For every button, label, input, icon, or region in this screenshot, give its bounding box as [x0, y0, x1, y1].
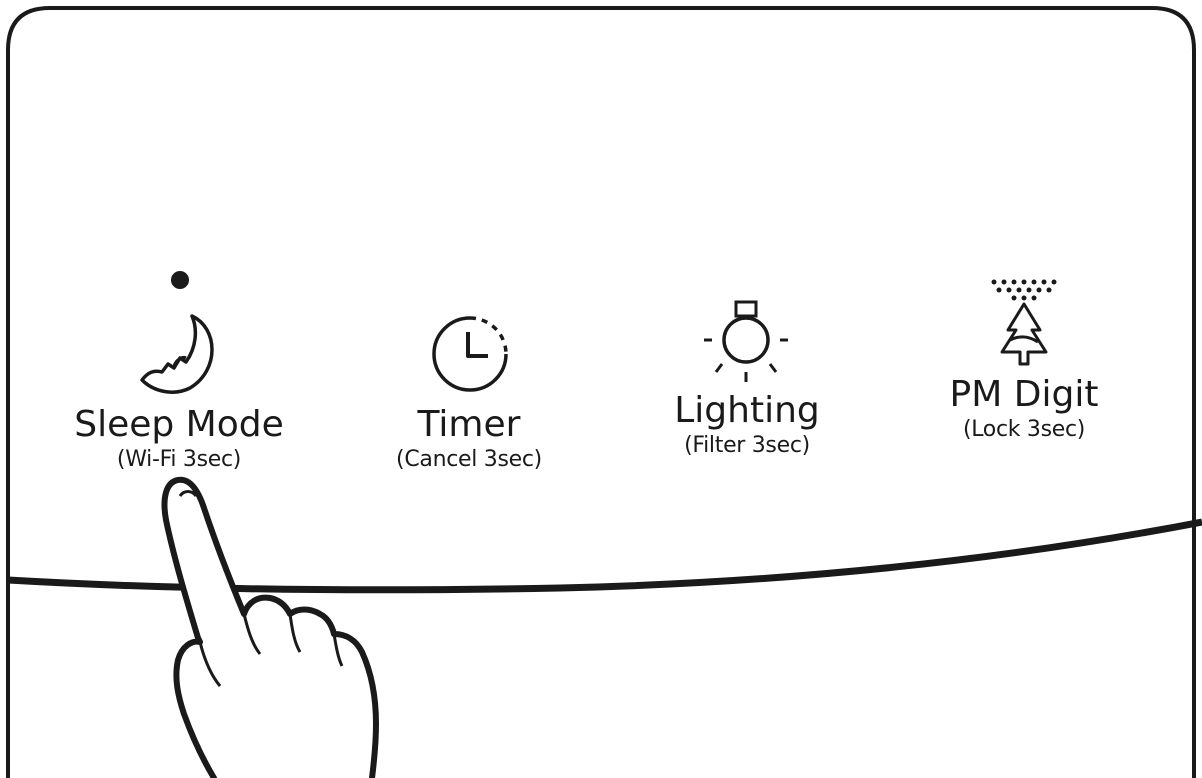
lighting-button[interactable]: Lighting (Filter 3sec)	[627, 390, 867, 460]
bulb-icon	[700, 298, 792, 390]
pm-digit-label: PM Digit	[904, 374, 1144, 416]
moon-icon	[134, 308, 226, 400]
timer-icon	[428, 314, 512, 394]
sleep-mode-button[interactable]: Sleep Mode (Wi-Fi 3sec)	[59, 404, 299, 474]
timer-label: Timer	[349, 404, 589, 446]
sleep-indicator-dot	[168, 268, 192, 292]
pm-tree-icon	[988, 276, 1060, 368]
sleep-mode-label: Sleep Mode	[59, 404, 299, 446]
pm-digit-sublabel: (Lock 3sec)	[904, 416, 1144, 444]
pm-digit-button[interactable]: PM Digit (Lock 3sec)	[904, 374, 1144, 444]
lighting-sublabel: (Filter 3sec)	[627, 432, 867, 460]
lighting-label: Lighting	[627, 390, 867, 432]
timer-button[interactable]: Timer (Cancel 3sec)	[349, 404, 589, 474]
hand-pointer-icon	[140, 468, 400, 778]
